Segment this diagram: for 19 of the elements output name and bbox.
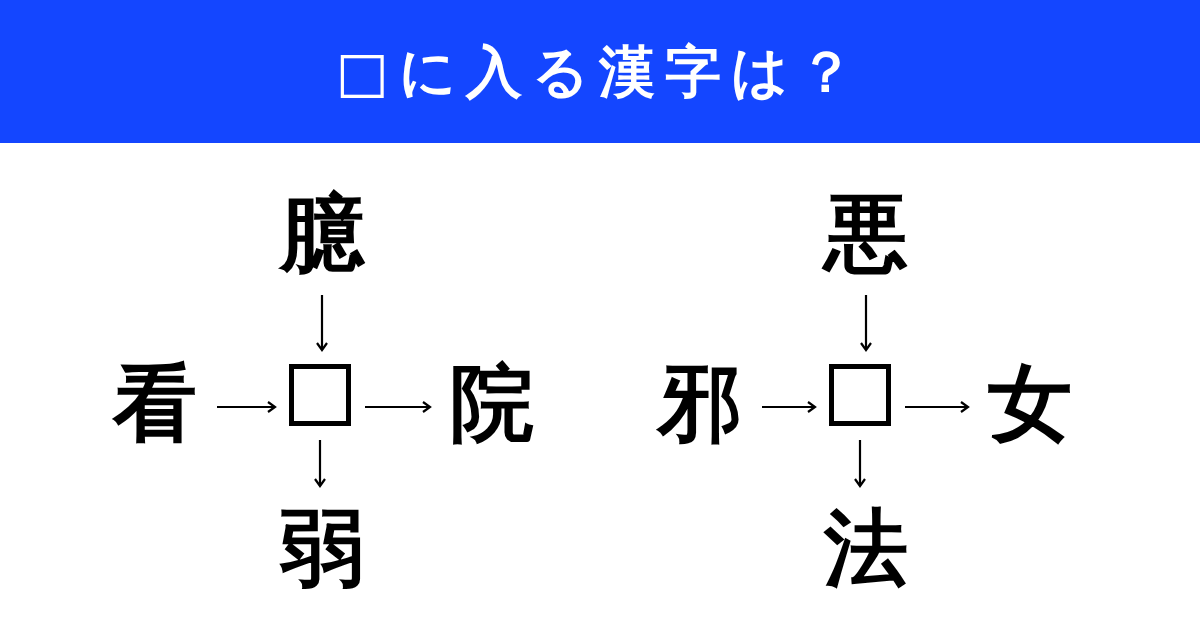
title: □に入る漢字は？ <box>335 37 865 106</box>
arrow <box>853 440 867 488</box>
arrow <box>315 295 329 352</box>
kanji: 臆 <box>274 185 370 281</box>
arrow <box>905 400 970 414</box>
kanji: 女 <box>982 355 1078 451</box>
kanji: 院 <box>444 355 540 451</box>
arrow <box>313 440 327 488</box>
arrow <box>217 400 277 414</box>
kanji: 邪 <box>652 355 748 451</box>
kanji: 法 <box>818 500 914 596</box>
arrow <box>762 400 817 414</box>
kanji: 弱 <box>274 500 370 596</box>
kanji: 悪 <box>818 185 914 281</box>
kanji: 看 <box>107 355 203 451</box>
blank-square <box>829 364 891 426</box>
blank-square <box>289 364 351 426</box>
arrow <box>365 400 432 414</box>
arrow <box>859 295 873 352</box>
